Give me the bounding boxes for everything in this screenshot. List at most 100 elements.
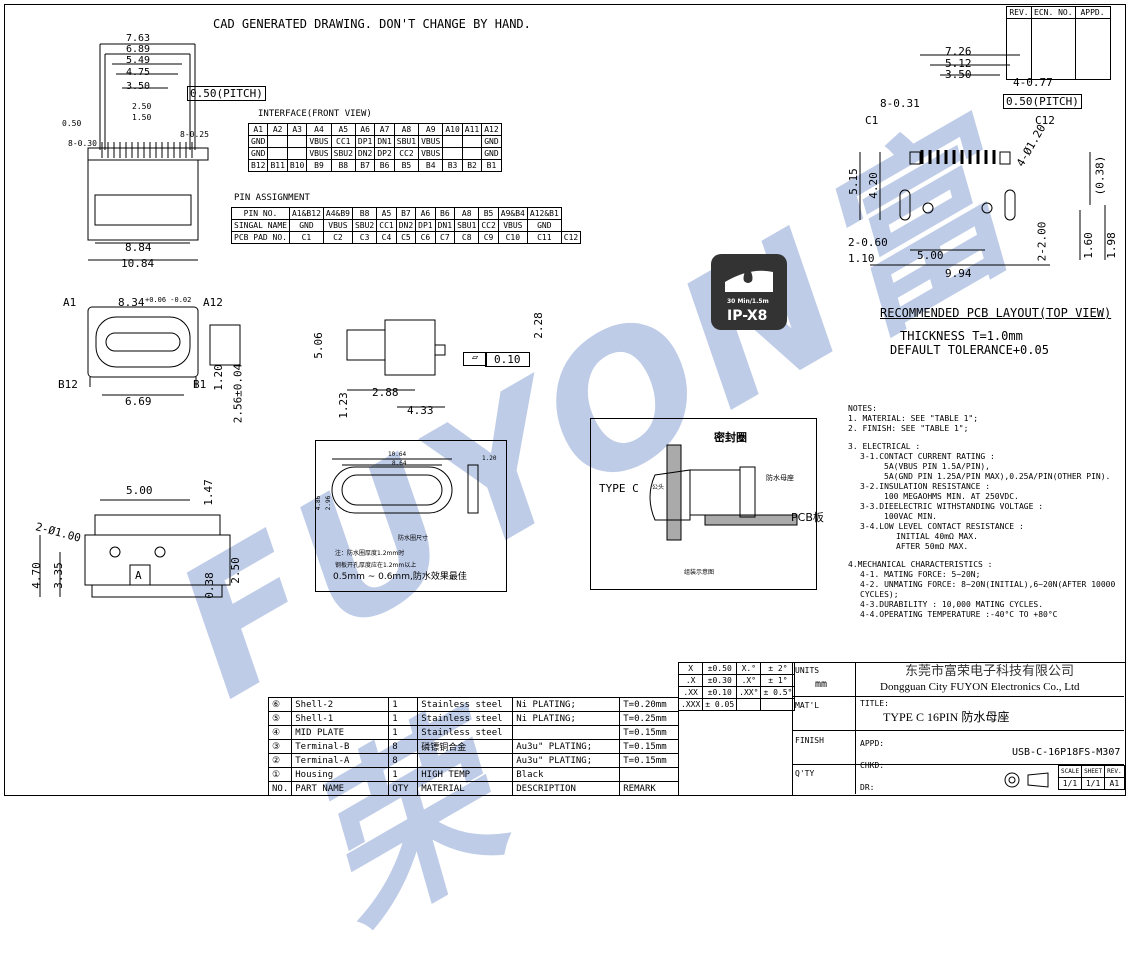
table-cell — [267, 135, 288, 148]
ip-rating: IP-X8 — [727, 308, 768, 324]
bom-cell: DESCRIPTION — [512, 781, 621, 796]
pin-assignment-title: PIN ASSIGNMENT — [234, 193, 310, 203]
bom-cell: 1 — [388, 767, 419, 782]
note-line: 3. ELECTRICAL : — [848, 442, 921, 451]
assembly-drawing — [649, 444, 798, 541]
table-cell: C10 — [497, 231, 528, 244]
table-cell: PIN NO. — [231, 207, 290, 220]
seal-caption: 防水圈尺寸 — [398, 535, 429, 542]
side-dim-1-23: 1.23 — [336, 392, 350, 419]
bom-cell: T=0.15mm — [619, 739, 680, 754]
table-cell: VBUS — [306, 135, 332, 148]
bom-cell: 8 — [388, 753, 419, 768]
note-line: 4.MECHANICAL CHARACTERISTICS : — [848, 560, 993, 569]
bom-cell: Stainless steel — [417, 697, 514, 712]
ip-depth: 30 Min/1.5m — [727, 298, 769, 305]
seal-dim-4-86: 4.86 — [315, 495, 323, 511]
table-cell: C5 — [395, 231, 417, 244]
table-cell: VBUS — [497, 219, 528, 232]
front-view-drawing — [87, 306, 241, 396]
table-cell — [461, 147, 483, 160]
pcb-dim-4-20: 4.20 — [866, 172, 880, 199]
table-cell: VBUS — [306, 147, 332, 160]
dim-6-89: 6.89 — [126, 44, 151, 55]
table-cell: VBUS — [418, 135, 444, 148]
bom-cell: MATERIAL — [417, 781, 514, 796]
note-line: 3-3.DIEELECTRIC WITHSTANDING VOLTAGE : — [860, 502, 1044, 511]
table-cell: A9&B4 — [497, 207, 528, 220]
table-cell: A8 — [393, 123, 420, 136]
table-cell: A6 — [354, 123, 376, 136]
bom-cell: MID PLATE — [291, 725, 390, 740]
dim-8-84: 8.84 — [125, 241, 152, 254]
table-cell — [267, 147, 288, 160]
bom-cell: Ni PLATING; — [512, 711, 621, 726]
front-b1: B1 — [193, 378, 207, 391]
table-cell: A12&B1 — [526, 207, 562, 220]
seal-dim-8-64: 8.64 — [392, 460, 407, 467]
bom-cell: Au3u" PLATING; — [512, 753, 621, 768]
bom-cell: 8 — [388, 739, 419, 754]
note-line: 100VAC MIN. — [884, 512, 937, 521]
bottom-dim-5-00: 5.00 — [126, 484, 153, 497]
company-en: Dongguan City FUYON Electronics Co., Ltd — [880, 681, 1080, 693]
table-cell: A11 — [461, 123, 483, 136]
bottom-mark-a: A — [135, 569, 142, 582]
table-cell: A9 — [418, 123, 444, 136]
assembly-caption: 组装示意图 — [684, 569, 715, 576]
table-cell: A5 — [376, 207, 397, 220]
units-label: UNITS — [795, 666, 820, 675]
dim-10-84: 10.84 — [121, 257, 155, 270]
side-dim-5-06: 5.06 — [311, 332, 325, 359]
bom-cell: ⑥ — [267, 697, 293, 712]
bottom-view-drawing — [39, 499, 231, 598]
table-cell — [760, 698, 796, 711]
table-cell: CC2 — [478, 219, 499, 232]
table-cell: ± 0.5° — [760, 686, 796, 699]
bom-cell: Terminal-A — [291, 753, 390, 768]
table-cell: C12 — [560, 231, 582, 244]
dim-1-50: 1.50 — [132, 113, 152, 122]
table-cell: ±0.50 — [702, 662, 738, 675]
table-cell: CC1 — [376, 219, 397, 232]
table-cell: B8 — [330, 159, 356, 172]
dim-8-0-30: 8-0.30 — [68, 139, 97, 148]
assembly-frame — [590, 418, 817, 590]
finish-label: FINISH — [795, 736, 824, 745]
table-cell: B4 — [418, 159, 444, 172]
note-line: AFTER 50mΩ MAX. — [896, 542, 969, 551]
title-block-divider-h1 — [855, 696, 1124, 697]
table-cell: B1 — [481, 159, 502, 172]
table-cell: A7 — [374, 123, 395, 136]
table-cell: SBU1 — [454, 219, 480, 232]
table-cell: DN2 — [354, 147, 376, 160]
table-cell — [442, 135, 463, 148]
bottom-dim-3-35: 3.35 — [51, 562, 65, 589]
table-cell: C8 — [454, 231, 480, 244]
bom-cell: Stainless steel — [417, 711, 514, 726]
bom-cell — [417, 753, 514, 768]
table-cell: .X° — [736, 674, 762, 687]
table-cell: X.° — [736, 662, 762, 675]
cad-note: CAD GENERATED DRAWING. DON'T CHANGE BY H… — [213, 17, 531, 31]
table-cell: B12 — [247, 159, 269, 172]
table-cell: A6 — [415, 207, 436, 220]
assembly-pcb: PCB板 — [791, 511, 824, 524]
table-cell: C7 — [434, 231, 456, 244]
title-block-divider-v — [855, 662, 856, 794]
pcb-dim-8-0-31: 8-0.31 — [880, 97, 920, 110]
bom-cell: REMARK — [619, 781, 680, 796]
bom-cell: NO. — [267, 781, 293, 796]
table-cell: A12 — [481, 123, 502, 136]
bom-cell: ④ — [267, 725, 293, 740]
table-cell: CC2 — [393, 147, 420, 160]
table-cell: GND — [288, 219, 324, 232]
note-line: 4-3.DURABILITY : 10,000 MATING CYCLES. — [860, 600, 1044, 609]
